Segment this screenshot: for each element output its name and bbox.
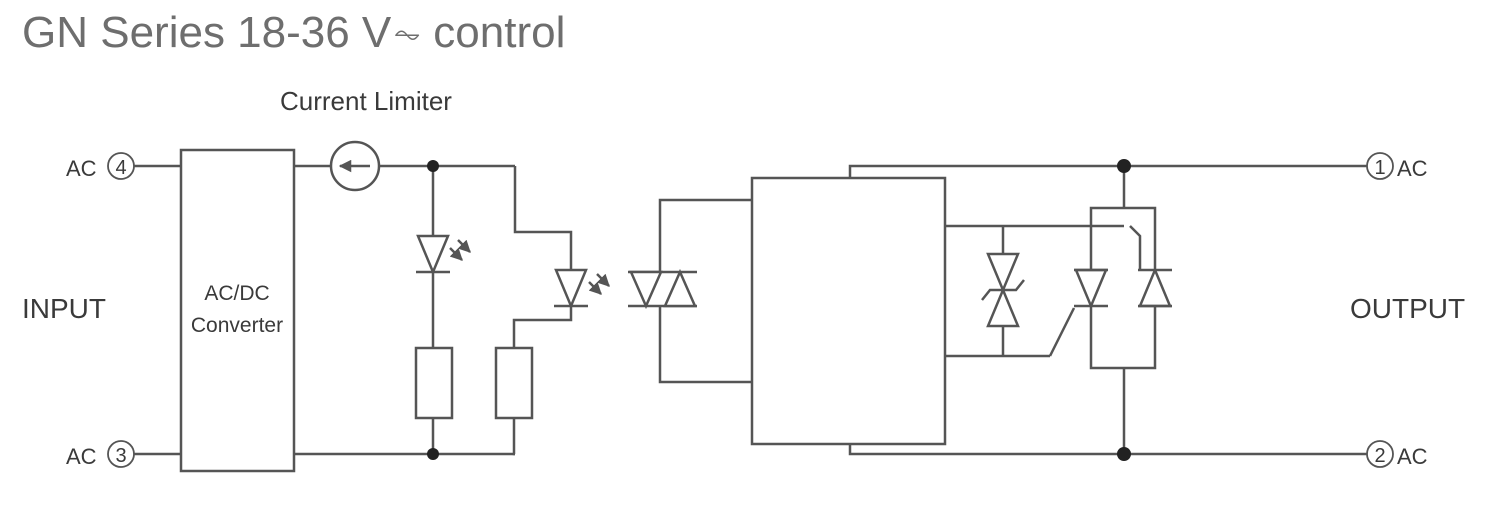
terminal-3-number: 3 — [115, 445, 126, 467]
diagram-title: GN Series 18-36 V⏦ control — [22, 8, 565, 58]
ac-dc-converter — [179, 148, 296, 473]
terminal-2-type: AC — [1397, 444, 1428, 469]
led-resistor — [414, 346, 454, 420]
current-limiter-symbol — [329, 140, 381, 192]
terminal-4: 4 — [107, 152, 135, 180]
control-block — [750, 176, 947, 446]
converter-label-line1: AC/DC — [204, 282, 269, 305]
terminal-2: 2 — [1366, 440, 1394, 468]
terminal-2-number: 2 — [1374, 445, 1385, 467]
title-suffix: control — [421, 8, 566, 57]
wire-output-bottom — [848, 444, 1367, 456]
acdc-symbol: ⏦ — [393, 15, 422, 53]
opto-triac — [628, 268, 697, 310]
terminal-4-type: AC — [66, 156, 97, 181]
converter-label-line2: Converter — [191, 314, 283, 337]
title-main: GN Series 18-36 V — [22, 8, 392, 57]
indicator-led — [416, 234, 471, 276]
opto-resistor — [494, 346, 534, 420]
tvs-diode — [981, 252, 1025, 328]
terminal-4-number: 4 — [115, 157, 126, 179]
terminal-1-number: 1 — [1374, 157, 1385, 179]
terminal-1: 1 — [1366, 152, 1394, 180]
terminal-1-type: AC — [1397, 156, 1428, 181]
output-label: OUTPUT — [1350, 293, 1465, 324]
current-limiter-label: Current Limiter — [280, 86, 452, 116]
input-label: INPUT — [22, 293, 106, 324]
output-triac — [1074, 225, 1172, 310]
terminal-3-type: AC — [66, 444, 97, 469]
optocoupler-led — [554, 268, 610, 310]
wire-output-top — [848, 164, 1367, 178]
terminal-3: 3 — [107, 440, 135, 468]
